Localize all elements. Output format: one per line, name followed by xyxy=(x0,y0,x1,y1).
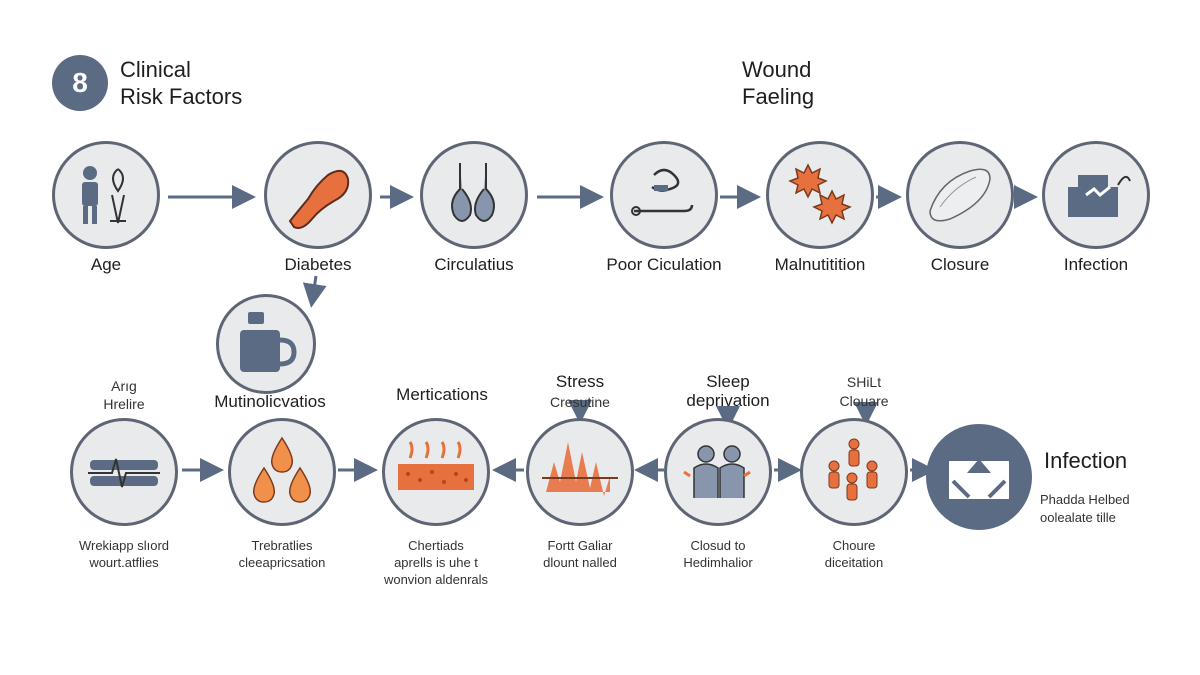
row2-bottom-5a: Closud to xyxy=(690,538,746,553)
vessels-icon xyxy=(451,163,495,222)
node-closure xyxy=(906,141,1014,249)
node-malnutrition xyxy=(766,141,874,249)
node-diabetes xyxy=(264,141,372,249)
tube-icon xyxy=(631,168,694,216)
row2-bottom-2a: Trebratlies xyxy=(251,538,313,553)
row2-bottom-1a: Wrekiapp slıord xyxy=(78,538,170,553)
row2-top-1a: Arıg xyxy=(111,378,137,394)
row2-bottom-2b: cleeapricsation xyxy=(238,555,326,570)
row2-bottom-4b: dlount nalled xyxy=(543,555,617,570)
node-people xyxy=(664,418,772,526)
row2-top-3: Mertications xyxy=(396,385,488,404)
label-branch: Mutinolicvatios xyxy=(214,392,326,411)
row2-top-5b: deprivation xyxy=(686,391,770,410)
node-skin xyxy=(382,418,490,526)
mug-icon xyxy=(240,312,297,372)
step-badge: 8 xyxy=(52,55,108,111)
pulse-icon xyxy=(88,458,160,488)
row2-bottom-4a: Fortt Galiar xyxy=(547,538,613,553)
row2-top-6b: Clouare xyxy=(839,393,889,409)
infection-icon xyxy=(949,459,1009,499)
row2-bottom-3c: wonvion aldenrals xyxy=(383,572,489,587)
row2-bottom-6a: Choure xyxy=(832,538,876,553)
right-title-line-2: Faeling xyxy=(742,84,815,109)
node-medications-branch xyxy=(216,294,316,394)
node-final-infection xyxy=(926,424,1032,530)
label-age: Age xyxy=(90,255,122,274)
node-drops xyxy=(228,418,336,526)
label-diabetes: Diabetes xyxy=(284,255,352,274)
node-pulse xyxy=(70,418,178,526)
person-icon xyxy=(82,166,126,224)
node-poor-circulation xyxy=(610,141,718,249)
title-line-1: Clinical xyxy=(120,57,191,82)
final-line-1: Phadda Helbed xyxy=(1040,492,1130,507)
row2-bottom-1b: wourt.atflies xyxy=(89,555,159,570)
node-circulatius xyxy=(420,141,528,249)
label-infection: Infection xyxy=(1063,255,1129,274)
right-title-line-1: Wound xyxy=(742,57,812,82)
row2-bottom-3a: Chertiads xyxy=(408,538,464,553)
group-icon xyxy=(828,438,878,501)
pancreas-icon xyxy=(288,169,350,229)
machine-icon xyxy=(1068,175,1131,217)
row2-top-5a: Sleep xyxy=(706,372,750,391)
node-flame xyxy=(526,418,634,526)
drops-icon xyxy=(252,436,312,503)
virus-icon xyxy=(788,163,852,225)
tissue-icon xyxy=(929,168,991,222)
node-group xyxy=(800,418,908,526)
row2-bottom-5b: Hedimhalior xyxy=(683,555,753,570)
people-icon xyxy=(683,445,751,498)
skin-icon xyxy=(398,441,474,490)
row2-top-4a: Stress xyxy=(555,372,605,391)
node-age xyxy=(52,141,160,249)
final-line-2: oolealate tille xyxy=(1040,510,1116,525)
label-closure: Closure xyxy=(930,255,990,274)
flame-icon xyxy=(542,442,618,496)
title-line-2: Risk Factors xyxy=(120,84,243,109)
row2-top-6a: SHiLt xyxy=(846,374,882,390)
row2-top-4b: Cresutine xyxy=(550,394,610,410)
label-malnutrition: Malnutitition xyxy=(774,255,866,274)
row2-top-1b: Hrelire xyxy=(103,396,145,412)
final-title: Infection xyxy=(1044,448,1128,473)
row2-bottom-3b: aprells is uhe t xyxy=(394,555,478,570)
row2-bottom-6b: diceitation xyxy=(824,555,884,570)
label-poor-circulation: Poor Ciculation xyxy=(606,255,722,274)
label-circulatius: Circulatius xyxy=(434,255,514,274)
node-infection xyxy=(1042,141,1150,249)
